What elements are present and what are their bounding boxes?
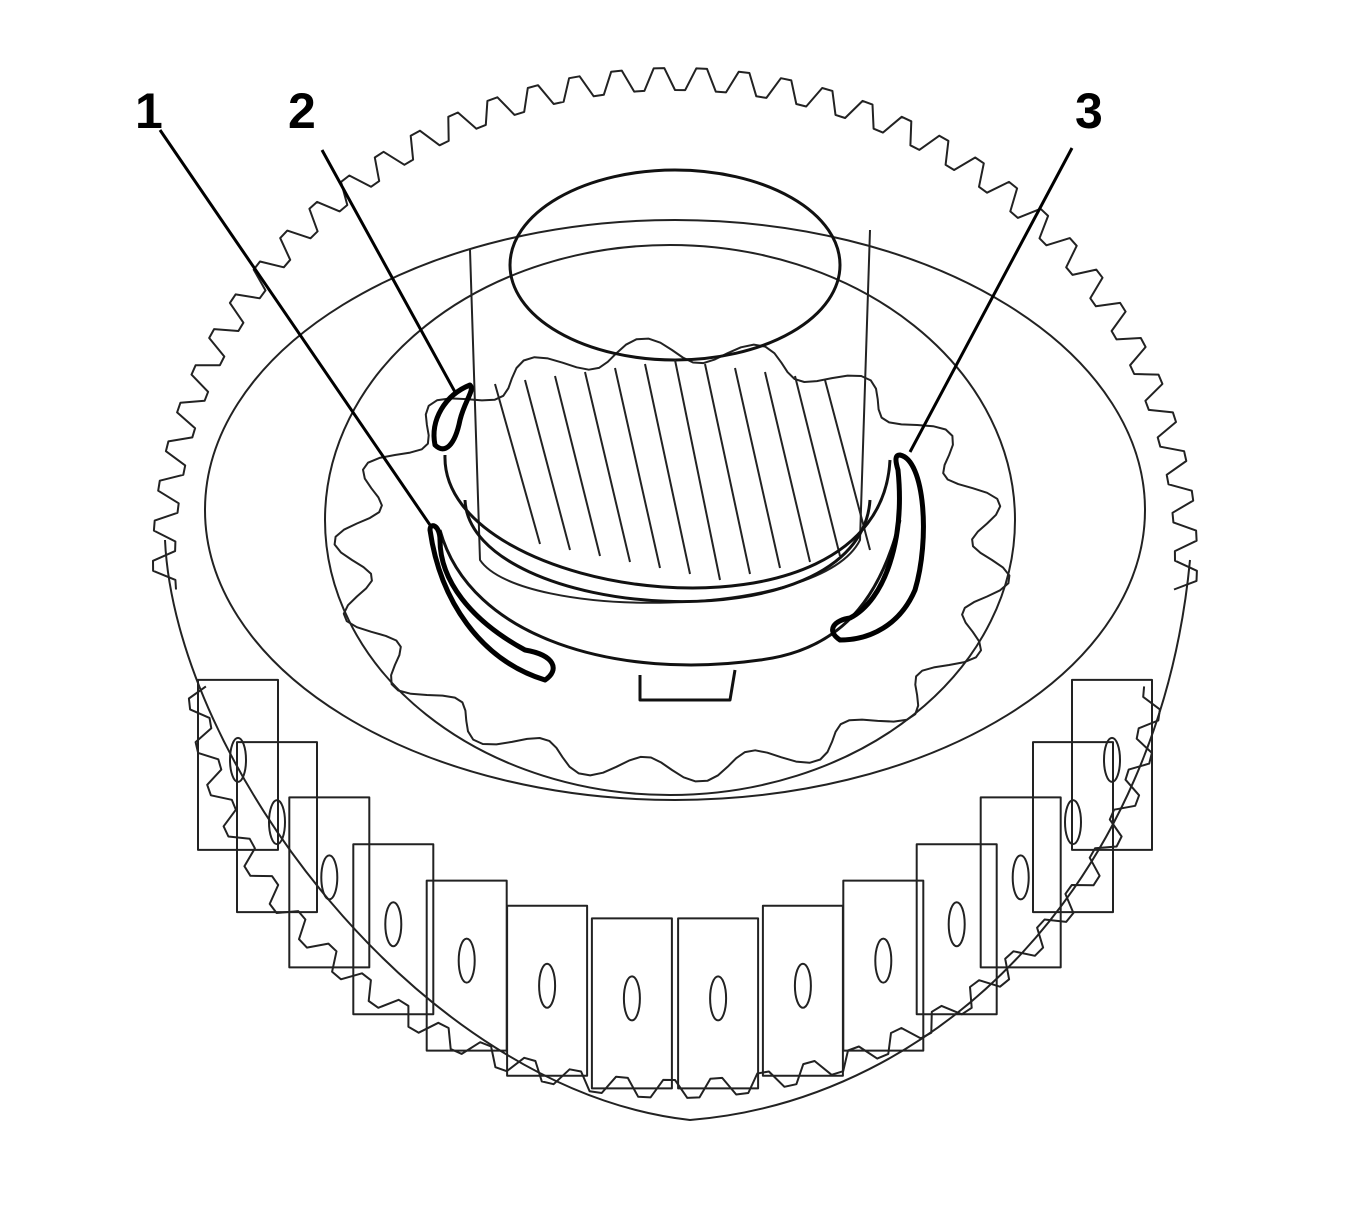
retainer-tab bbox=[638, 669, 737, 702]
drum-plate-hole bbox=[384, 901, 403, 948]
center-shaft bbox=[443, 168, 892, 604]
callout-3: 3 bbox=[1075, 83, 1103, 139]
drum-plate-hole bbox=[1011, 854, 1030, 901]
shaft-body bbox=[469, 229, 871, 604]
drum-slots bbox=[197, 678, 1153, 1090]
shaft-spline-line bbox=[734, 367, 781, 569]
shaft-spline-line bbox=[554, 375, 601, 557]
shaft-spline-line bbox=[824, 379, 871, 551]
drum-plate-hole bbox=[320, 854, 339, 901]
drum-plate bbox=[915, 843, 998, 1016]
shaft-spline-line bbox=[704, 363, 751, 575]
drum-plate-hole bbox=[709, 975, 728, 1022]
drum-plate bbox=[979, 796, 1062, 969]
clutch-drum bbox=[152, 67, 1198, 1121]
drum-plate-hole bbox=[1064, 799, 1082, 846]
drum-plate bbox=[352, 843, 435, 1016]
drum-bottom-teeth bbox=[187, 685, 1161, 1099]
shaft-collar bbox=[443, 454, 892, 590]
drum-plate bbox=[425, 879, 508, 1052]
part-2-segment bbox=[431, 382, 474, 452]
shaft-spline-line bbox=[614, 367, 661, 569]
drum-plate bbox=[506, 904, 589, 1077]
drum-plate-hole bbox=[793, 962, 812, 1009]
shaft-spline-line bbox=[494, 383, 541, 545]
drum-plate bbox=[677, 917, 760, 1090]
drum-plate-hole bbox=[229, 736, 247, 783]
drum-plate-hole bbox=[622, 975, 641, 1022]
drum-plate bbox=[842, 879, 925, 1052]
drum-outer-splines bbox=[152, 67, 1198, 591]
drum-plate bbox=[288, 796, 371, 969]
shaft-spline-line bbox=[524, 379, 571, 551]
drum-plate-hole bbox=[947, 901, 966, 948]
retainer-ring bbox=[438, 519, 902, 667]
drum-plate bbox=[590, 917, 673, 1090]
leader-line-3 bbox=[908, 147, 1074, 453]
leader-line-2 bbox=[320, 149, 457, 393]
inner-wavy-ring bbox=[333, 337, 1011, 783]
shaft-bore bbox=[508, 168, 842, 362]
shaft-collar-inner bbox=[463, 499, 872, 604]
leader-line-1 bbox=[158, 129, 432, 526]
drum-plate bbox=[197, 678, 279, 851]
shaft-spline-line bbox=[644, 363, 691, 575]
callout-1: 1 bbox=[135, 83, 163, 139]
drum-plate bbox=[1032, 741, 1114, 914]
shaft-spline-line bbox=[764, 371, 811, 563]
drum-plate bbox=[761, 904, 844, 1077]
shaft-spline-line bbox=[584, 371, 631, 563]
drum-plate-hole bbox=[874, 937, 893, 984]
part-1-segment bbox=[427, 523, 556, 683]
shaft-helical-splines bbox=[494, 359, 871, 581]
shaft-spline-line bbox=[794, 375, 841, 557]
shaft-spline-line bbox=[674, 359, 721, 581]
part-3-segment bbox=[830, 452, 926, 643]
drum-plate-hole bbox=[457, 937, 476, 984]
callout-2: 2 bbox=[288, 83, 316, 139]
inner-ring-outer bbox=[204, 219, 1146, 801]
inner-ring-step bbox=[324, 244, 1016, 796]
drum-plate-hole bbox=[538, 962, 557, 1009]
drum-bottom-rim bbox=[164, 539, 1191, 1121]
